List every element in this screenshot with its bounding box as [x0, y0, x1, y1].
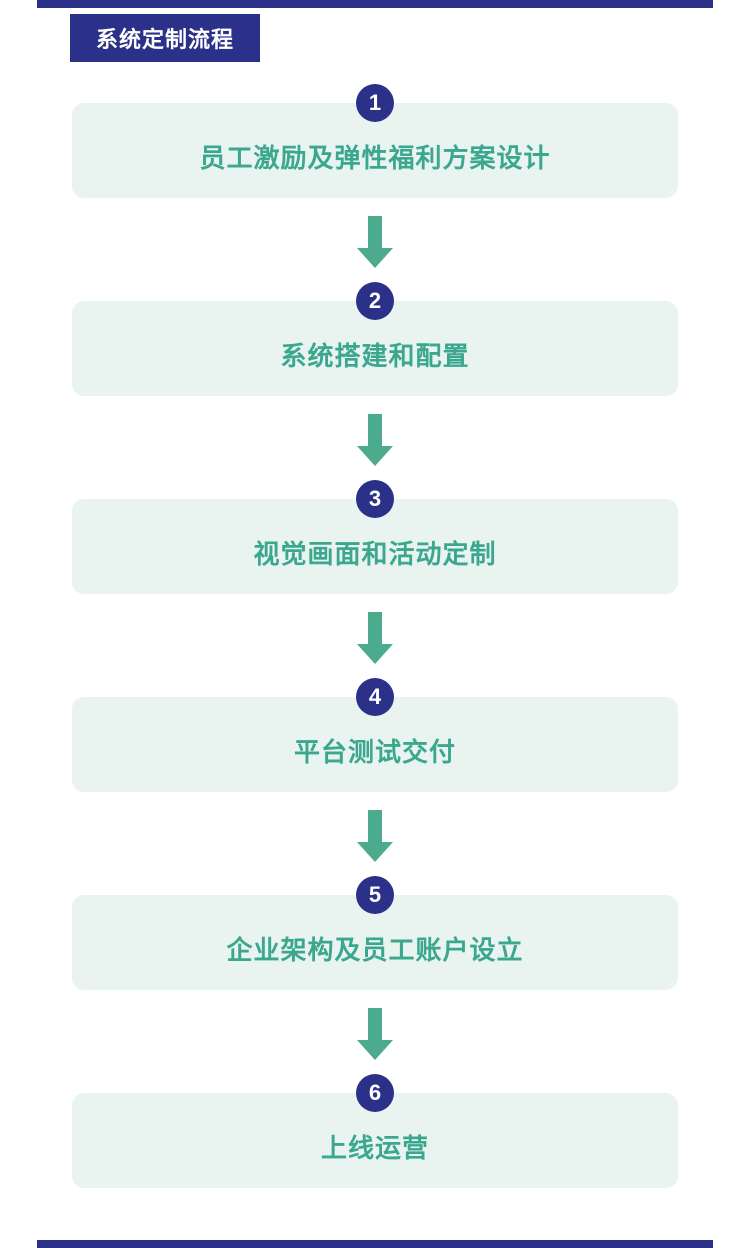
down-arrow-icon — [357, 414, 393, 466]
arrow-stem — [368, 612, 382, 645]
step-number: 3 — [368, 486, 382, 511]
step-number: 1 — [368, 90, 382, 115]
section-title: 系统定制流程 — [96, 27, 235, 52]
down-arrow-icon — [357, 1008, 393, 1060]
step-label: 企业架构及员工账户设立 — [226, 935, 524, 965]
step-number-badge: 5 — [356, 876, 394, 914]
step-number-badge: 6 — [356, 1074, 394, 1112]
section-title-badge: 系统定制流程 — [70, 14, 261, 62]
flow-step-6: 6 上线运营 — [72, 1074, 678, 1188]
flow-step-3: 3 视觉画面和活动定制 — [72, 480, 678, 594]
arrow-head — [357, 842, 393, 862]
arrow-head — [357, 1040, 393, 1060]
down-arrow-icon — [357, 810, 393, 862]
flow-step-4: 4 平台测试交付 — [72, 678, 678, 792]
down-arrow-icon — [357, 216, 393, 268]
step-number: 5 — [368, 882, 382, 907]
step-label: 上线运营 — [320, 1133, 429, 1163]
arrow-stem — [368, 414, 382, 447]
step-label: 平台测试交付 — [293, 737, 456, 767]
arrow-head — [357, 446, 393, 466]
arrow-head — [357, 644, 393, 664]
step-label: 视觉画面和活动定制 — [253, 539, 497, 569]
step-number-badge: 1 — [356, 84, 394, 122]
flow-step-5: 5 企业架构及员工账户设立 — [72, 876, 678, 990]
down-arrow-icon — [357, 612, 393, 664]
step-number-badge: 3 — [356, 480, 394, 518]
top-divider — [37, 0, 713, 8]
step-number-badge: 2 — [356, 282, 394, 320]
step-number: 6 — [368, 1080, 382, 1105]
bottom-divider — [37, 1240, 713, 1248]
arrow-stem — [368, 810, 382, 843]
flow-step-2: 2 系统搭建和配置 — [72, 282, 678, 396]
step-number: 2 — [368, 288, 382, 313]
flow-steps: 1 员工激励及弹性福利方案设计 2 系统搭建和配置 3 — [72, 84, 678, 1188]
step-label: 员工激励及弹性福利方案设计 — [199, 143, 551, 173]
step-label: 系统搭建和配置 — [280, 341, 470, 371]
arrow-head — [357, 248, 393, 268]
step-number: 4 — [368, 684, 382, 709]
flow-step-1: 1 员工激励及弹性福利方案设计 — [72, 84, 678, 198]
step-box: 员工激励及弹性福利方案设计 — [72, 103, 678, 198]
step-number-badge: 4 — [356, 678, 394, 716]
arrow-stem — [368, 216, 382, 249]
arrow-stem — [368, 1008, 382, 1041]
